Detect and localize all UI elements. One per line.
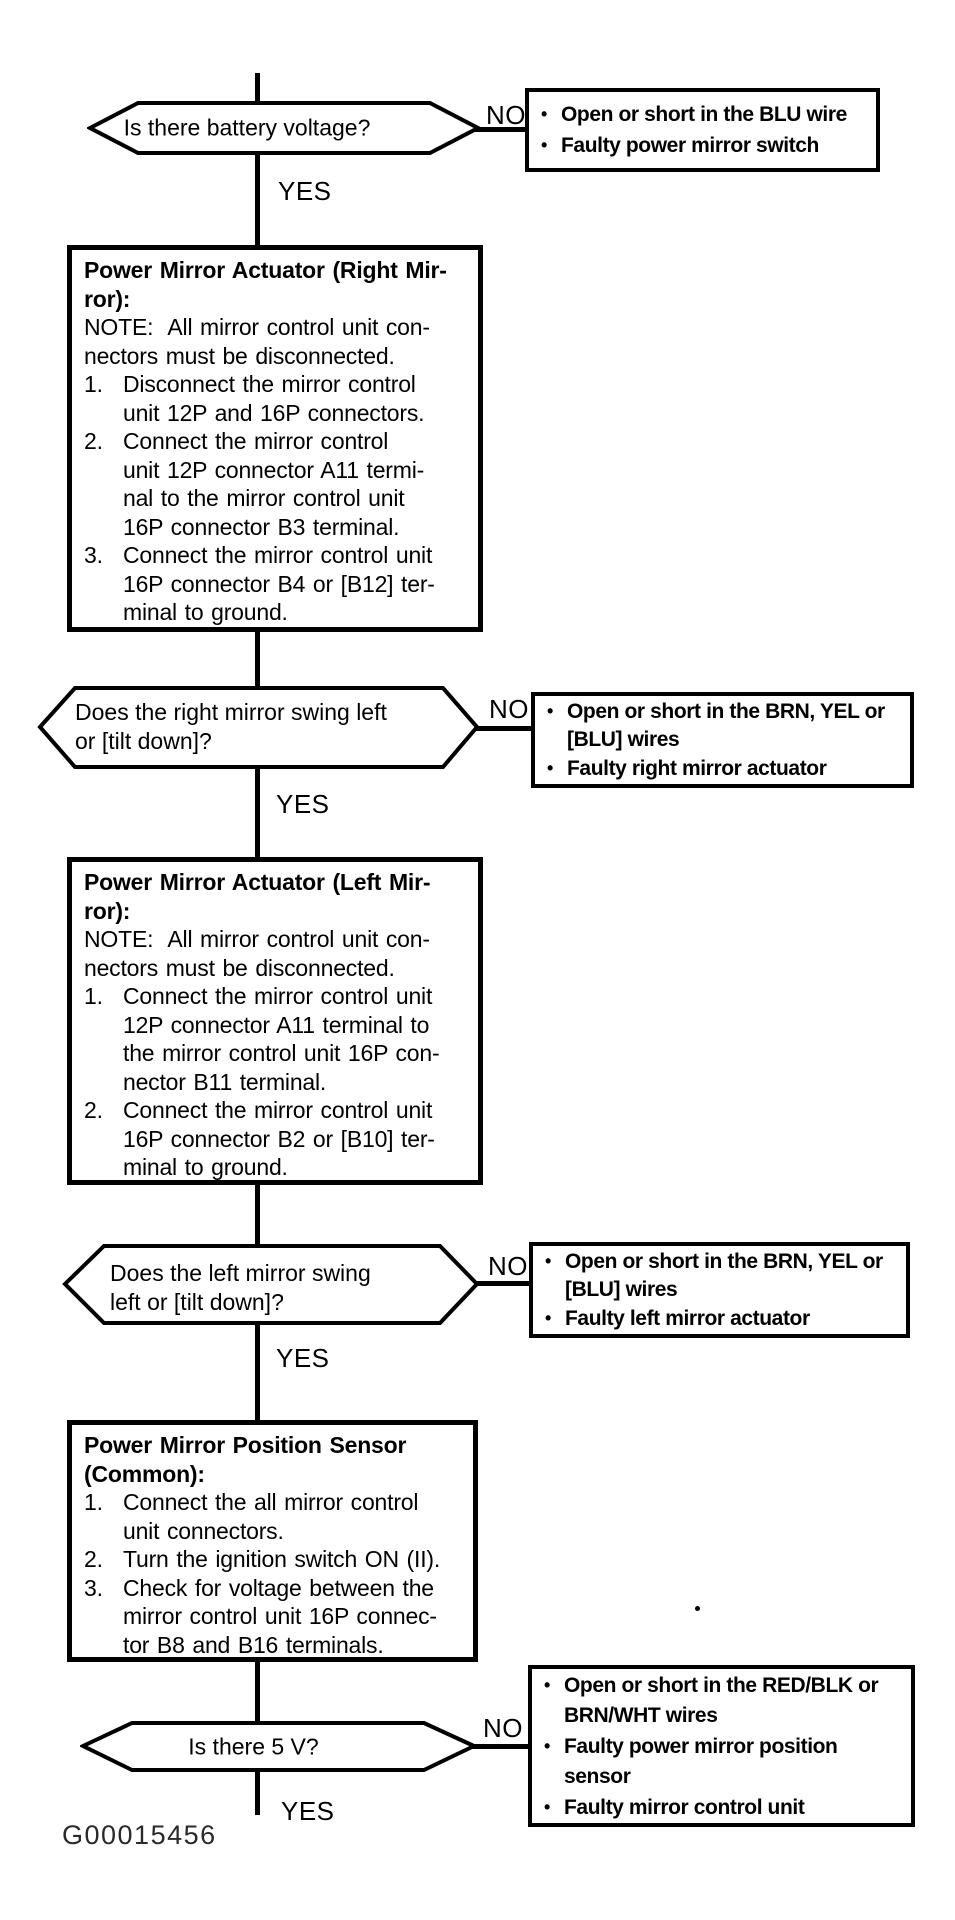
connector-yes-1	[255, 154, 260, 247]
hexagon-shape	[80, 1721, 477, 1772]
scan-artifact-dot	[695, 1606, 700, 1611]
connector-yes-3	[255, 1324, 260, 1422]
step-body: NOTE: All mirror control unit con-nector…	[84, 926, 440, 1180]
yes-label-3: YES	[276, 1343, 330, 1373]
no-label-2: NO	[489, 694, 529, 724]
step-body: NOTE: All mirror control unit con-nector…	[84, 314, 435, 625]
no-arm-4	[468, 1744, 530, 1749]
step-box-left-mirror-actuator: Power Mirror Actuator (Left Mir-ror): NO…	[67, 857, 483, 1185]
no-arm-3	[472, 1281, 531, 1286]
connector-yes-4	[255, 1771, 260, 1815]
connector-step2-to-decision3	[255, 1183, 260, 1245]
no-label-3: NO	[488, 1251, 528, 1281]
connector-step3-to-decision4	[255, 1660, 260, 1722]
figure-code: G00015456	[62, 1820, 217, 1850]
connector-top-stub	[255, 73, 260, 102]
hexagon-shape	[87, 101, 481, 155]
hexagon-shape	[37, 686, 480, 769]
yes-label-4: YES	[281, 1796, 335, 1826]
decision-question: Is there 5 V?	[188, 1733, 319, 1759]
yes-label-2: YES	[276, 789, 330, 819]
yes-label-1: YES	[278, 176, 332, 206]
no-arm-2	[470, 726, 533, 731]
step-box-right-mirror-actuator: Power Mirror Actuator (Right Mir-ror): N…	[67, 245, 483, 632]
no-arm-1	[470, 127, 527, 132]
no-label-4: NO	[483, 1713, 523, 1743]
connector-yes-2	[255, 768, 260, 859]
step-title: Power Mirror Actuator (Right Mir-ror):	[84, 257, 447, 312]
step-title: Power Mirror Actuator (Left Mir-ror):	[84, 869, 431, 924]
no-label-1: NO	[486, 100, 526, 130]
decision-5v: Is there 5 V?	[80, 1720, 477, 1773]
result-box-right-actuator: •Open or short in the BRN, YEL or[BLU] w…	[531, 692, 914, 788]
step-box-position-sensor: Power Mirror Position Sensor(Common): 1.…	[67, 1420, 478, 1662]
hexagon-shape	[62, 1244, 480, 1325]
decision-question: Is there battery voltage?	[123, 114, 371, 141]
result-box-left-actuator: •Open or short in the BRN, YEL or[BLU] w…	[529, 1242, 910, 1338]
connector-step1-to-decision2	[255, 630, 260, 687]
step-title: Power Mirror Position Sensor(Common):	[84, 1432, 407, 1487]
decision-battery-voltage: Is there battery voltage?	[87, 100, 481, 156]
result-box-battery: •Open or short in the BLU wire•Faulty po…	[525, 88, 880, 172]
